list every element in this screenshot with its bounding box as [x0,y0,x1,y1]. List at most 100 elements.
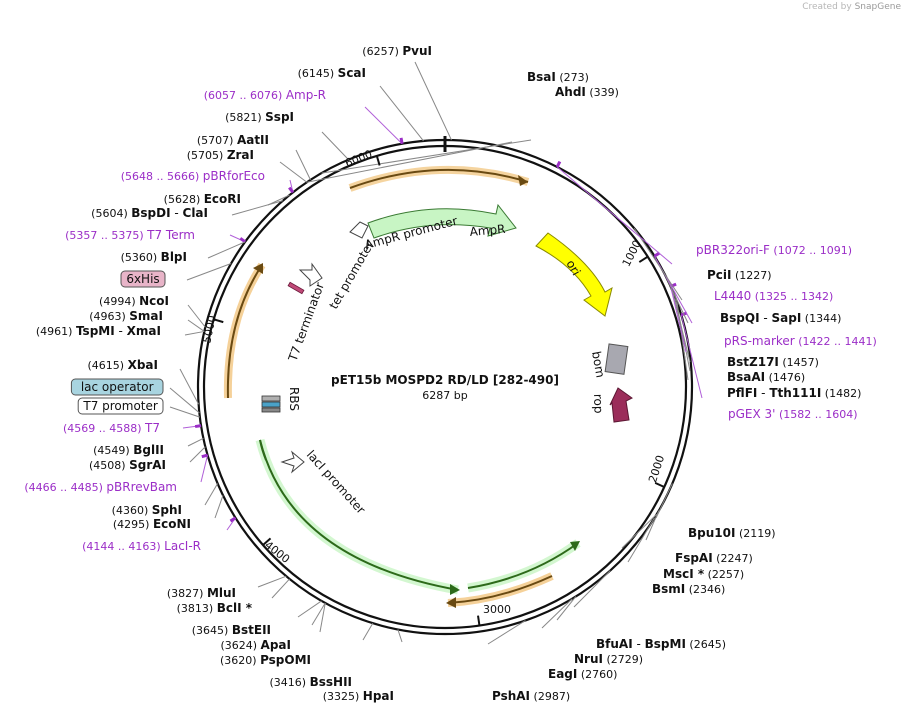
leader-line [187,319,205,332]
site-label-text: PflFI - Tth111I (1482) [727,386,861,400]
site-name: BstEII [232,623,271,637]
leader-line [184,330,205,336]
enzyme-label[interactable]: MscI * (2257) [663,567,744,581]
enzyme-label[interactable]: NruI (2729) [574,652,643,666]
site-name: NcoI [139,294,169,308]
site-name: SphI [152,503,182,517]
leader-line [364,106,403,145]
site-label-text: PciI (1227) [707,268,772,282]
tick-mark-1000 [638,255,649,263]
primer-label[interactable]: (5357 .. 5375) T7 Term [65,228,195,242]
leader-line [319,602,326,633]
feature-tag[interactable]: 6xHis [120,270,166,288]
primer-label[interactable]: pGEX 3' (1582 .. 1604) [728,407,858,421]
enzyme-label[interactable]: (3813) BclI * [177,601,253,615]
enzyme-label[interactable]: BstZ17I (1457) [727,355,819,369]
site-name-2: ClaI [183,206,208,220]
feature-tag-box [70,378,164,396]
site-name: BspQI [720,311,760,325]
snapgene-credit: Created by SnapGene [802,2,901,12]
enzyme-label[interactable]: (3620) PspOMI [220,653,311,667]
enzyme-label[interactable]: (3416) BssHII [270,675,352,689]
enzyme-label[interactable]: (3624) ApaI [220,638,291,652]
site-name: BsaI [527,70,556,84]
site-name: BssHII [310,675,352,689]
leader-line [541,598,573,629]
enzyme-label[interactable]: (4615) XbaI [88,358,158,372]
site-label-text: (5648 .. 5666) pBRforEco [121,169,265,183]
enzyme-label[interactable]: (4549) BglII [93,443,164,457]
primer-label[interactable]: (6057 .. 6076) Amp-R [204,88,326,102]
primer-label[interactable]: L4440 (1325 .. 1342) [714,289,833,303]
enzyme-label[interactable]: (4994) NcoI [99,294,169,308]
bom-box [604,343,629,375]
enzyme-label[interactable]: (5821) SspI [225,110,294,124]
site-name: PvuI [402,44,432,58]
enzyme-label[interactable]: (6257) PvuI [362,44,432,58]
enzyme-label[interactable]: PflFI - Tth111I (1482) [727,386,861,400]
site-position: (1482) [821,387,861,400]
site-name: Bpu10I [688,526,735,540]
site-label-text: BspQI - SapI (1344) [720,311,841,325]
primer-label[interactable]: pBR322ori-F (1072 .. 1091) [696,243,852,257]
enzyme-label[interactable]: (3827) MluI [167,586,236,600]
site-name: AhdI [555,85,586,99]
leader-line [186,263,232,281]
feature-tag[interactable]: T7 promoter [77,397,164,415]
primer-label[interactable]: pRS-marker (1422 .. 1441) [724,334,877,348]
enzyme-label[interactable]: BspQI - SapI (1344) [720,311,841,325]
enzyme-label[interactable]: (4961) TspMI - XmaI [36,324,161,338]
site-position: (273) [556,71,589,84]
site-name: XbaI [128,358,158,372]
primer-site-mark [239,237,247,244]
enzyme-label[interactable]: BsaI (273) [527,70,589,84]
enzyme-label[interactable]: PciI (1227) [707,268,772,282]
enzyme-label[interactable]: BfuAI - BspMI (2645) [596,637,726,651]
primer-label[interactable]: (4144 .. 4163) LacI-R [82,539,201,553]
primer-label[interactable]: (4569 .. 4588) T7 [63,421,160,435]
enzyme-label[interactable]: (5604) BspDI - ClaI [91,206,208,220]
leader-line [397,629,403,643]
leader-line [200,454,209,483]
site-position: (2645) [686,638,726,651]
primer-label[interactable]: (4466 .. 4485) pBRrevBam [24,480,177,494]
enzyme-label[interactable]: Bpu10I (2119) [688,526,776,540]
site-label-text: (5604) BspDI - ClaI [91,206,208,220]
enzyme-label[interactable]: (6145) ScaI [298,66,366,80]
enzyme-label[interactable]: FspAI (2247) [675,551,753,565]
site-position: (6257) [362,45,402,58]
enzyme-label[interactable]: (3645) BstEII [192,623,271,637]
site-label-text: BfuAI - BspMI (2645) [596,637,726,651]
feature-tag[interactable]: lac operator [70,378,164,396]
enzyme-label[interactable]: (4295) EcoNI [113,517,191,531]
plasmid-length: 6287 bp [422,389,467,402]
laci-promoter-arrow [280,450,305,474]
enzyme-label[interactable]: (4963) SmaI [89,309,163,323]
site-position: (6145) [298,67,338,80]
primer-label[interactable]: (5648 .. 5666) pBRforEco [121,169,265,183]
enzyme-label[interactable]: EagI (2760) [548,667,617,681]
site-label-text: (5628) EcoRI [164,192,241,206]
enzyme-label[interactable]: (4360) SphI [112,503,182,517]
leader-line [169,406,201,418]
site-position: (339) [586,86,619,99]
leader-line [204,483,219,506]
site-name: FspAI [675,551,713,565]
site-name-separator: - [760,311,772,325]
enzyme-label[interactable]: BsmI (2346) [652,582,725,596]
enzyme-label[interactable]: (4508) SgrAI [89,458,166,472]
plasmid-title-group: pET15b MOSPD2 RD/LD [282-490] 6287 bp [331,373,559,402]
site-position: (1582 .. 1604) [775,408,857,421]
site-name: TspMI [76,324,115,338]
enzyme-label[interactable]: (5628) EcoRI [164,192,241,206]
site-position: (5604) [91,207,131,220]
enzyme-label[interactable]: (5360) BlpI [121,250,187,264]
site-label-text: NruI (2729) [574,652,643,666]
feature-tag-box [77,397,164,415]
enzyme-label[interactable]: (3325) HpaI [323,689,394,703]
enzyme-label[interactable]: (5707) AatII [197,133,269,147]
enzyme-label[interactable]: AhdI (339) [555,85,619,99]
enzyme-label[interactable]: BsaAI (1476) [727,370,805,384]
enzyme-label[interactable]: PshAI (2987) [492,689,570,703]
enzyme-label[interactable]: (5705) ZraI [187,148,254,162]
